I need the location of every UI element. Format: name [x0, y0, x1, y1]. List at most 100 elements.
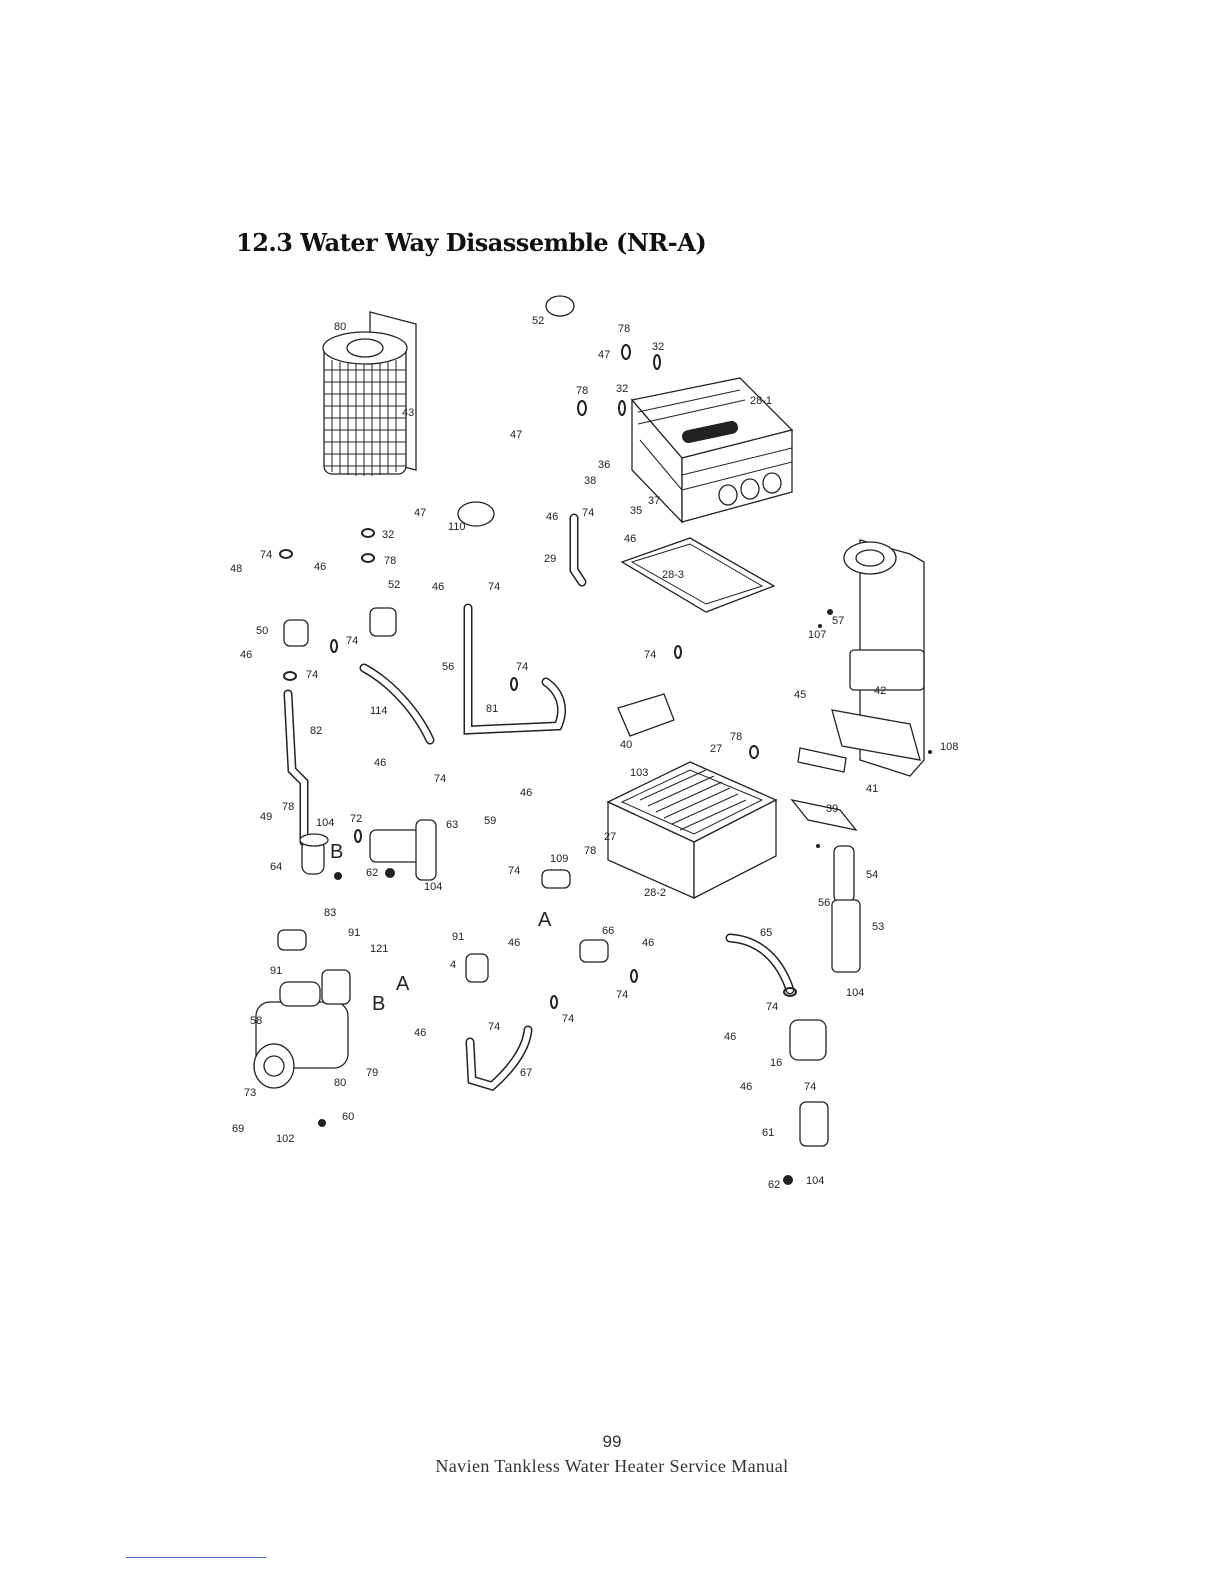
part-label: 74	[804, 1081, 816, 1093]
part-label: 74	[488, 1021, 500, 1033]
part-label: 104	[806, 1175, 824, 1187]
part-label: 29	[544, 553, 556, 565]
part-label: 16	[770, 1057, 782, 1069]
part-label: 65	[760, 927, 772, 939]
part-label: 41	[866, 783, 878, 795]
part-label: 53	[872, 921, 884, 933]
part-label: 69	[232, 1123, 244, 1135]
part-label: 78	[584, 845, 596, 857]
part-label: 74	[562, 1013, 574, 1025]
part-label: 63	[446, 819, 458, 831]
part-label: 74	[766, 1001, 778, 1013]
part-label: 47	[510, 429, 522, 441]
part-label: 56	[818, 897, 830, 909]
part-label: 32	[382, 529, 394, 541]
part-label: 43	[402, 407, 414, 419]
pipe-parts-inner	[285, 515, 793, 1090]
part-label: 109	[550, 853, 568, 865]
part-label: 78	[730, 731, 742, 743]
part-label: 46	[740, 1081, 752, 1093]
part-label: 46	[314, 561, 326, 573]
part-label: 32	[616, 383, 628, 395]
part-label: 58	[250, 1015, 262, 1027]
part-label: 74	[508, 865, 520, 877]
bracket-part	[617, 693, 675, 737]
part-label: 46	[414, 1027, 426, 1039]
part-label: 121	[370, 943, 388, 955]
section-markers: B A A B	[330, 841, 552, 1015]
part-label: 74	[346, 635, 358, 647]
o-ring-parts	[279, 344, 797, 1009]
part-label: 67	[520, 1067, 532, 1079]
part-label: 46	[240, 649, 252, 661]
part-label: 74	[260, 549, 272, 561]
part-label: 59	[484, 815, 496, 827]
mesh-canister-part	[322, 311, 417, 476]
part-label: 60	[342, 1111, 354, 1123]
part-label: 52	[532, 315, 544, 327]
section-marker-a: A	[538, 909, 552, 931]
section-marker-b: B	[330, 841, 343, 863]
part-label: 110	[448, 521, 466, 533]
part-label: 4	[450, 959, 456, 971]
part-label: 42	[874, 685, 886, 697]
part-label: 74	[488, 581, 500, 593]
bracket-part	[790, 798, 858, 832]
part-label: 104	[424, 881, 442, 893]
part-label: 37	[648, 495, 660, 507]
part-label: 91	[452, 931, 464, 943]
bracket-part	[797, 747, 847, 773]
part-label: 66	[602, 925, 614, 937]
part-label: 74	[644, 649, 656, 661]
part-label: 46	[520, 787, 532, 799]
part-label: 78	[282, 801, 294, 813]
footer-title: Navien Tankless Water Heater Service Man…	[435, 1456, 789, 1476]
part-label: 102	[276, 1133, 294, 1145]
section-marker-a: A	[396, 973, 410, 995]
part-label: 62	[768, 1179, 780, 1191]
part-label: 28-3	[662, 569, 684, 581]
part-label: 38	[584, 475, 596, 487]
part-label: 103	[630, 767, 648, 779]
part-label: 46	[624, 533, 636, 545]
part-label: 83	[324, 907, 336, 919]
part-label: 82	[310, 725, 322, 737]
part-label: 78	[576, 385, 588, 397]
part-label: 104	[316, 817, 334, 829]
part-label: 74	[616, 989, 628, 1001]
part-label: 52	[388, 579, 400, 591]
combustion-box-part	[606, 761, 778, 900]
part-label: 54	[866, 869, 878, 881]
part-label: 50	[256, 625, 268, 637]
part-label: 64	[270, 861, 282, 873]
exploded-parts-diagram: 80 43 47 52 78 47 32 78 32 47 28-1 36 38…	[220, 290, 980, 1210]
part-label: 62	[366, 867, 378, 879]
part-label: 46	[724, 1031, 736, 1043]
part-label: 80	[334, 321, 346, 333]
part-label: 46	[642, 937, 654, 949]
part-label: 36	[598, 459, 610, 471]
part-label: 72	[350, 813, 362, 825]
part-label: 35	[630, 505, 642, 517]
small-fastener-parts	[318, 609, 932, 1185]
part-label: 40	[620, 739, 632, 751]
part-label: 28-2	[644, 887, 666, 899]
part-label: 74	[434, 773, 446, 785]
part-label: 46	[508, 937, 520, 949]
part-label: 74	[306, 669, 318, 681]
part-label: 47	[598, 349, 610, 361]
part-label: 46	[432, 581, 444, 593]
part-label: 79	[366, 1067, 378, 1079]
part-label: 108	[940, 741, 958, 753]
part-label: 46	[546, 511, 558, 523]
part-label: 74	[582, 507, 594, 519]
part-label: 78	[384, 555, 396, 567]
part-label: 80	[334, 1077, 346, 1089]
part-label: 47	[414, 507, 426, 519]
part-label: 104	[846, 987, 864, 999]
part-label: 57	[832, 615, 844, 627]
part-label: 46	[374, 757, 386, 769]
valve-body-parts	[283, 295, 861, 1147]
part-label: 28-1	[750, 395, 772, 407]
section-marker-b: B	[372, 993, 385, 1015]
